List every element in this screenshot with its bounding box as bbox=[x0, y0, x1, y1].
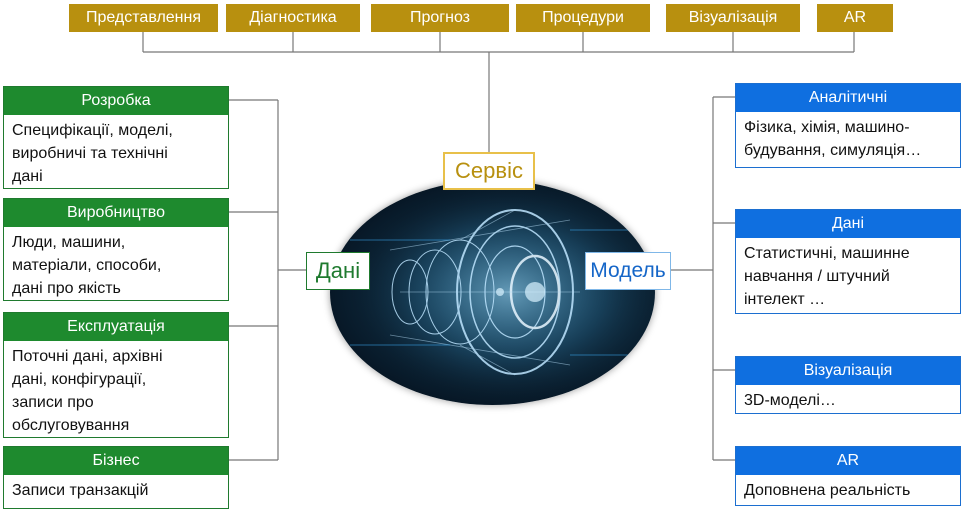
box-production-line: матеріали, способи, bbox=[12, 257, 162, 274]
box-analytical-line: будування, симуляція… bbox=[744, 142, 922, 159]
service-label: Сервіс bbox=[443, 152, 535, 190]
box-business-title: Бізнес bbox=[4, 447, 228, 475]
box-data-model-line: Статистичні, машинне bbox=[744, 245, 910, 262]
box-production: Виробництво Люди, машини, матеріали, спо… bbox=[3, 198, 229, 301]
model-label: Модель bbox=[585, 252, 671, 290]
box-development-title: Розробка bbox=[4, 87, 228, 115]
box-operation-line: обслуговування bbox=[12, 417, 130, 434]
box-operation-title: Експлуатація bbox=[4, 313, 228, 341]
box-development-line: дані bbox=[12, 168, 43, 185]
jet-engine-icon bbox=[330, 180, 655, 405]
tab-visualization: Візуалізація bbox=[666, 4, 800, 32]
tab-procedures: Процедури bbox=[516, 4, 650, 32]
data-label: Дані bbox=[306, 252, 370, 290]
box-production-line: дані про якість bbox=[12, 280, 121, 297]
box-operation-line: дані, конфігурації, bbox=[12, 371, 147, 388]
box-analytical-line: Фізика, хімія, машино- bbox=[744, 119, 910, 136]
box-business: Бізнес Записи транзакцій bbox=[3, 446, 229, 509]
tab-forecast: Прогноз bbox=[371, 4, 509, 32]
box-visualization-title: Візуалізація bbox=[736, 357, 960, 385]
box-business-line: Записи транзакцій bbox=[12, 482, 149, 499]
box-development-line: виробничі та технічні bbox=[12, 145, 168, 162]
box-production-line: Люди, машини, bbox=[12, 234, 126, 251]
box-data-model-line: інтелект … bbox=[744, 291, 826, 308]
box-operation: Експлуатація Поточні дані, архівні дані,… bbox=[3, 312, 229, 438]
box-ar-title: AR bbox=[736, 447, 960, 475]
box-development-line: Специфікації, моделі, bbox=[12, 122, 173, 139]
box-ar: AR Доповнена реальність bbox=[735, 446, 961, 506]
box-data-model-title: Дані bbox=[736, 210, 960, 238]
box-operation-line: записи про bbox=[12, 394, 94, 411]
box-visualization-line: 3D-моделі… bbox=[744, 392, 836, 409]
box-development: Розробка Специфікації, моделі, виробничі… bbox=[3, 86, 229, 189]
box-ar-line: Доповнена реальність bbox=[744, 482, 911, 499]
box-analytical-title: Аналітичні bbox=[736, 84, 960, 112]
box-operation-line: Поточні дані, архівні bbox=[12, 348, 163, 365]
engine-image bbox=[330, 180, 655, 405]
box-data-model: Дані Статистичні, машинне навчання / шту… bbox=[735, 209, 961, 314]
box-data-model-line: навчання / штучний bbox=[744, 268, 890, 285]
box-production-title: Виробництво bbox=[4, 199, 228, 227]
box-analytical: Аналітичні Фізика, хімія, машино- будува… bbox=[735, 83, 961, 168]
tab-representation: Представлення bbox=[69, 4, 218, 32]
box-visualization: Візуалізація 3D-моделі… bbox=[735, 356, 961, 414]
tab-diagnostics: Діагностика bbox=[226, 4, 360, 32]
tab-ar: AR bbox=[817, 4, 893, 32]
